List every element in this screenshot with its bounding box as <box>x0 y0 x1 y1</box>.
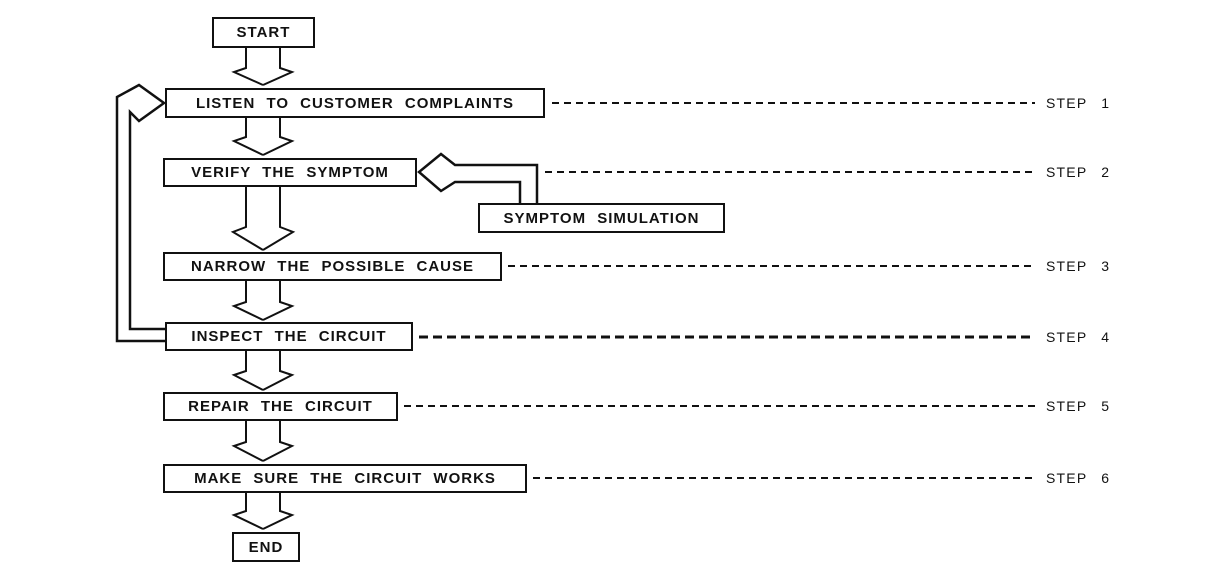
step4-label: STEP 4 <box>1046 329 1111 345</box>
arrow-symptom-simulation-to-step2 <box>417 152 539 203</box>
step1-label: STEP 1 <box>1046 95 1111 111</box>
step5-label: STEP 5 <box>1046 398 1111 414</box>
arrow-start-to-step1 <box>231 48 295 86</box>
step2-label: STEP 2 <box>1046 164 1111 180</box>
arrow-step5-to-step6 <box>231 421 295 462</box>
process-box-inspect-the-circuit: INSPECT THE CIRCUIT <box>165 322 413 351</box>
process-box-make-sure-the-circuit-works: MAKE SURE THE CIRCUIT WORKS <box>163 464 527 493</box>
feedback-arrow-step4-to-step1 <box>115 83 167 343</box>
arrow-step4-to-step5 <box>231 351 295 391</box>
arrow-step6-to-end <box>231 493 295 530</box>
process-box-repair-the-circuit: REPAIR THE CIRCUIT <box>163 392 398 421</box>
process-box-verify-the-symptom: VERIFY THE SYMPTOM <box>163 158 417 187</box>
step3-label: STEP 3 <box>1046 258 1111 274</box>
step6-label: STEP 6 <box>1046 470 1111 486</box>
arrow-step2-to-step3 <box>230 187 296 251</box>
process-box-listen-to-customer-complaints: LISTEN TO CUSTOMER COMPLAINTS <box>165 88 545 118</box>
start-node: START <box>212 17 315 48</box>
arrow-step1-to-step2 <box>231 118 295 156</box>
process-box-narrow-the-possible-cause: NARROW THE POSSIBLE CAUSE <box>163 252 502 281</box>
end-node: END <box>232 532 300 562</box>
arrow-step3-to-step4 <box>231 281 295 321</box>
process-box-symptom-simulation: SYMPTOM SIMULATION <box>478 203 725 233</box>
